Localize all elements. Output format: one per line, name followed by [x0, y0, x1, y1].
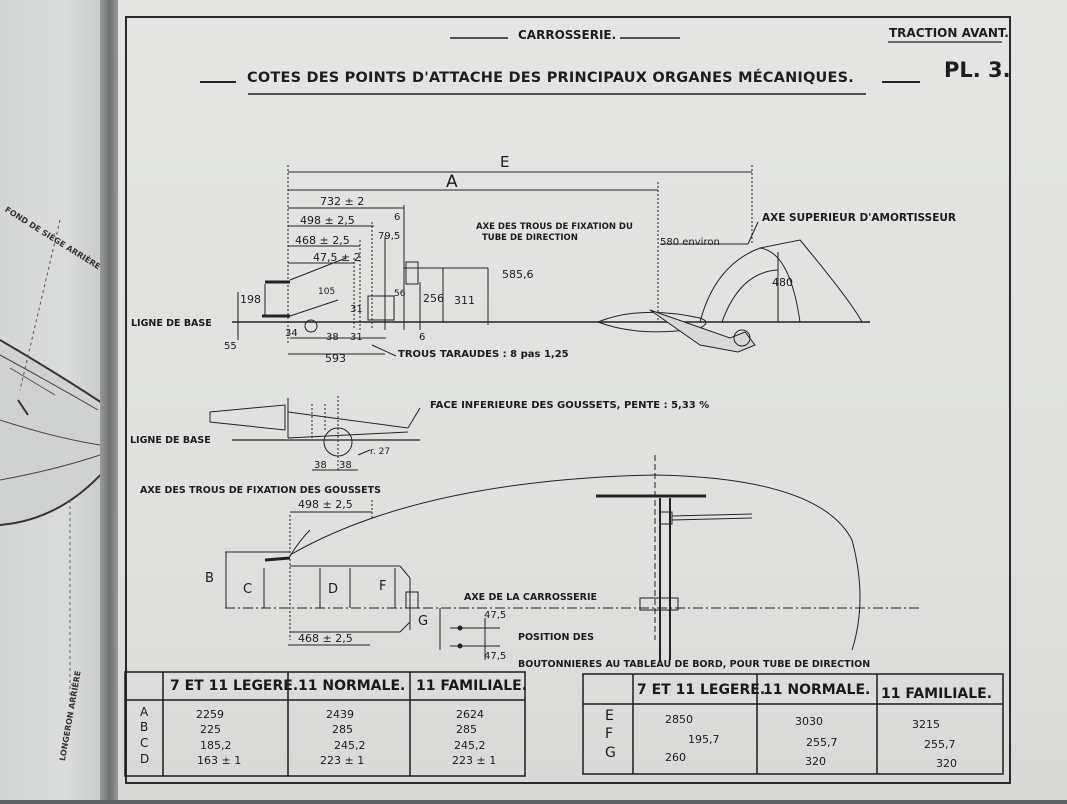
table-left-letter: C	[140, 736, 149, 750]
table-right-cell: 2850	[665, 713, 693, 726]
table-left-header-2: 11 NORMALE.	[298, 678, 406, 694]
table-right-cell: 255,7	[806, 736, 838, 749]
dim-6-top: 6	[394, 212, 400, 223]
plate-frame	[125, 16, 1011, 784]
table-right-cell: 195,7	[688, 733, 720, 746]
model-label: TRACTION AVANT.	[889, 26, 1009, 40]
table-right-cell: 260	[665, 751, 686, 764]
dim-79-5: 79,5	[378, 231, 400, 242]
dim-585-6: 585,6	[502, 268, 534, 281]
face-inferieure: FACE INFERIEURE DES GOUSSETS, PENTE : 5,…	[430, 400, 709, 411]
page-title: COTES DES POINTS D'ATTACHE DES PRINCIPAU…	[247, 70, 854, 86]
dim-56: 56	[394, 289, 406, 299]
letter-f: F	[379, 579, 386, 594]
table-left-letter: B	[140, 720, 149, 734]
section-title: CARROSSERIE.	[518, 28, 617, 42]
letter-c: C	[243, 582, 252, 597]
table-right-cell: 255,7	[924, 738, 956, 751]
axe-amortisseur: AXE SUPERIEUR D'AMORTISSEUR	[762, 212, 956, 224]
radius-27: r. 27	[370, 447, 390, 457]
table-right-letter: E	[605, 708, 614, 724]
dim-468: 468 ± 2,5	[295, 234, 350, 247]
dim-47-5-a: 47,5	[484, 610, 506, 621]
table-left-cell: 223 ± 1	[452, 754, 497, 767]
table-left-cell: 185,2	[200, 739, 232, 752]
axe-tube-line2: TUBE DE DIRECTION	[482, 233, 578, 243]
table-right-cell: 320	[936, 757, 957, 770]
dim-a: A	[446, 172, 458, 192]
table-right-letter: G	[605, 745, 616, 761]
letter-g: G	[418, 614, 428, 629]
trous-taraudes: TROUS TARAUDES : 8 pas 1,25	[398, 349, 569, 360]
table-left-cell: 245,2	[334, 739, 366, 752]
table-right-cell: 3215	[912, 718, 940, 731]
dim-256: 256	[423, 292, 444, 305]
dim-311: 311	[454, 294, 475, 307]
dim-34: 34	[285, 328, 298, 339]
dim-31-a: 31	[350, 304, 363, 315]
right-page	[118, 0, 1067, 800]
table-left-cell: 2259	[196, 708, 224, 721]
dim-47-5: 47,5 ± 2	[313, 251, 361, 264]
dim-198: 198	[240, 293, 261, 306]
dim-732: 732 ± 2	[320, 195, 364, 208]
letter-d: D	[328, 582, 338, 597]
dim-47-5-b: 47,5	[484, 651, 506, 662]
dim-580: 580 environ	[660, 237, 720, 248]
table-left-cell: 163 ± 1	[197, 754, 242, 767]
dim-6-bottom: 6	[419, 332, 425, 343]
table-left-cell: 225	[200, 723, 221, 736]
table-right-cell: 3030	[795, 715, 823, 728]
table-right-header-2: 11 NORMALE.	[763, 682, 871, 698]
table-left-letter: A	[140, 705, 149, 719]
table-right-cell: 320	[805, 755, 826, 768]
table-left-header-1: 7 ET 11 LEGERE.	[170, 678, 299, 694]
table-right-header-1: 7 ET 11 LEGERE.	[637, 682, 766, 698]
ligne-base-middle: LIGNE DE BASE	[130, 435, 211, 446]
table-left-cell: 285	[456, 723, 477, 736]
table-left-cell: 2439	[326, 708, 354, 721]
table-left-cell: 223 ± 1	[320, 754, 365, 767]
table-left-cell: 285	[332, 723, 353, 736]
dim-593: 593	[325, 352, 346, 365]
dim-468-bottom: 468 ± 2,5	[298, 632, 353, 645]
dim-105: 105	[318, 287, 335, 297]
dim-31-b: 31	[350, 332, 363, 343]
axe-carrosserie: AXE DE LA CARROSSERIE	[464, 592, 597, 603]
dim-480: 480	[772, 276, 793, 289]
left-page: FOND DE SIÈGE ARRIÈRE LONGERON ARRIÈRE	[0, 0, 112, 800]
dim-498: 498 ± 2,5	[300, 214, 355, 227]
dim-498-bottom: 498 ± 2,5	[298, 498, 353, 511]
table-left-header-3: 11 FAMILIALE.	[416, 678, 528, 694]
letter-b: B	[205, 571, 214, 586]
table-left-cell: 2624	[456, 708, 484, 721]
dim-38: 38	[326, 332, 339, 343]
header-rules	[200, 37, 1002, 95]
table-left-letter: D	[140, 752, 150, 766]
table-right-header-3: 11 FAMILIALE.	[881, 686, 993, 702]
dim-e: E	[500, 153, 509, 171]
axe-goussets: AXE DES TROUS DE FIXATION DES GOUSSETS	[140, 485, 381, 496]
dim-38-b: 38	[339, 460, 352, 471]
position-line1: POSITION DES	[518, 632, 594, 643]
dim-55: 55	[224, 341, 237, 352]
plate-number: PL. 3.	[944, 58, 1011, 82]
axe-tube-line1: AXE DES TROUS DE FIXATION DU	[476, 222, 633, 232]
position-line2: BOUTONNIERES AU TABLEAU DE BORD, POUR TU…	[518, 659, 870, 670]
ligne-base-top: LIGNE DE BASE	[131, 318, 212, 329]
table-right-letter: F	[605, 726, 614, 742]
dim-38-a: 38	[314, 460, 327, 471]
table-left-cell: 245,2	[454, 739, 486, 752]
